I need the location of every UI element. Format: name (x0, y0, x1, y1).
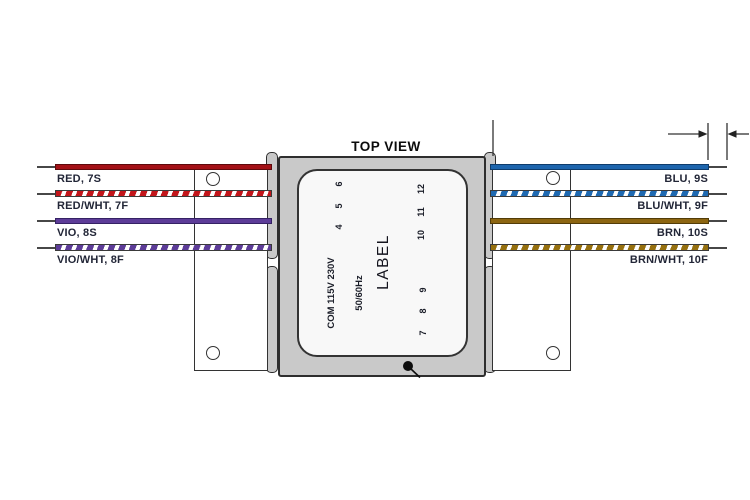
mounting-hole (546, 346, 560, 360)
wire-viowht-8f (55, 244, 272, 251)
wire-label: BLU/WHT, 9F (637, 200, 708, 212)
wire-redwht-7f (55, 190, 272, 197)
wire-lead (709, 247, 727, 249)
wire-blu-9s (490, 164, 709, 170)
wire-lead (709, 166, 727, 168)
mounting-hole (206, 172, 220, 186)
wire-lead (709, 220, 727, 222)
mounting-bracket-right (492, 169, 571, 371)
wire-vio-8s (55, 218, 272, 224)
wire-label: BRN, 10S (656, 227, 708, 239)
mounting-bracket-left (194, 169, 268, 371)
polarity-leader-line (410, 368, 421, 379)
page-title: TOP VIEW (351, 139, 421, 154)
wire-brn-10s (490, 218, 709, 224)
mounting-hole (206, 346, 220, 360)
wire-label: RED, 7S (57, 173, 102, 185)
arrow-left-icon (727, 130, 737, 138)
wire-lead (37, 220, 55, 222)
wire-lead (37, 193, 55, 195)
wire-label: RED/WHT, 7F (57, 200, 129, 212)
arrow-right-icon (698, 130, 708, 138)
wire-brnwht-10f (490, 244, 709, 251)
wire-label: BRN/WHT, 10F (629, 254, 708, 266)
wire-lead (709, 193, 727, 195)
wire-lead (37, 247, 55, 249)
wire-bluwht-9f (490, 190, 709, 197)
mounting-hole (546, 171, 560, 185)
wire-label: BLU, 9S (664, 173, 708, 185)
wire-label: VIO/WHT, 8F (57, 254, 124, 266)
wire-red-7s (55, 164, 272, 170)
wire-lead (37, 166, 55, 168)
polarity-dot-icon (403, 361, 413, 371)
transformer-label-area (297, 169, 468, 357)
wire-label: VIO, 8S (57, 227, 97, 239)
